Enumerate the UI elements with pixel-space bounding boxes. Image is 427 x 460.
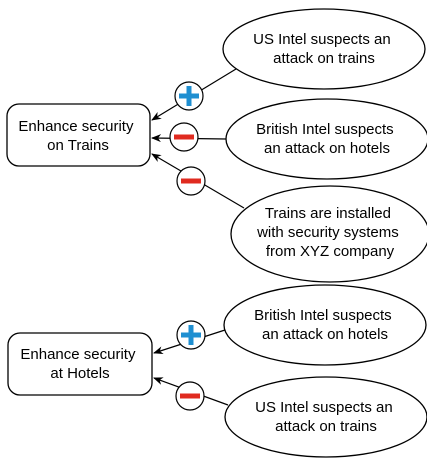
goal-node-trains[interactable]: Enhance security on Trains (6, 103, 151, 167)
evidence-line: US Intel suspects an (253, 31, 391, 48)
evidence-line: British Intel suspects (256, 121, 394, 138)
evidence-line: from XYZ company (266, 243, 395, 260)
evidence-line: US Intel suspects an (255, 399, 393, 416)
evidence-node-us-intel-trains[interactable]: US Intel suspects an attack on trains (222, 8, 426, 90)
goal-trains-line-1: Enhance security (18, 118, 134, 135)
goal-trains-line-2: on Trains (47, 137, 109, 154)
plus-bar (188, 325, 194, 345)
evidence-node-trains-xyz[interactable]: Trains are installed with security syste… (230, 185, 427, 283)
evidence-line: an attack on hotels (262, 326, 388, 343)
minus-bar (181, 178, 201, 184)
evidence-node-us-intel-trains-2[interactable]: US Intel suspects an attack on trains (224, 376, 427, 458)
minus-icon (176, 166, 206, 196)
svg-text:British Intel suspects a: British Intel suspects an attack on hote… (254, 307, 396, 343)
evidence-line: an attack on hotels (264, 140, 390, 157)
svg-text:Enhance security at Hote: Enhance security at Hotels (20, 346, 139, 382)
evidence-line: attack on trains (275, 418, 377, 435)
plus-icon (176, 320, 206, 350)
svg-text:US Intel suspects an att: US Intel suspects an attack on trains (255, 399, 397, 435)
goal-hotels-line-2: at Hotels (50, 365, 109, 382)
svg-text:Trains are installed wit: Trains are installed with security syste… (256, 205, 403, 260)
evidence-line: Trains are installed (265, 205, 391, 222)
evidence-line: British Intel suspects (254, 307, 392, 324)
evidence-node-british-intel-hotels[interactable]: British Intel suspects an attack on hote… (225, 98, 427, 180)
goal-node-hotels[interactable]: Enhance security at Hotels (7, 332, 153, 396)
minus-bar (174, 134, 194, 140)
svg-text:British Intel suspects a: British Intel suspects an attack on hote… (256, 121, 398, 157)
minus-bar (180, 393, 200, 399)
goal-hotels-line-1: Enhance security (20, 346, 136, 363)
svg-text:US Intel suspects an att: US Intel suspects an attack on trains (253, 31, 395, 67)
plus-bar (186, 86, 192, 106)
evidence-line: with security systems (256, 224, 399, 241)
svg-text:Enhance security on Trai: Enhance security on Trains (18, 118, 137, 154)
minus-icon (169, 122, 199, 152)
evidence-line: attack on trains (273, 50, 375, 67)
plus-icon (174, 81, 204, 111)
minus-icon (175, 381, 205, 411)
evidence-node-british-intel-hotels-2[interactable]: British Intel suspects an attack on hote… (223, 284, 427, 366)
